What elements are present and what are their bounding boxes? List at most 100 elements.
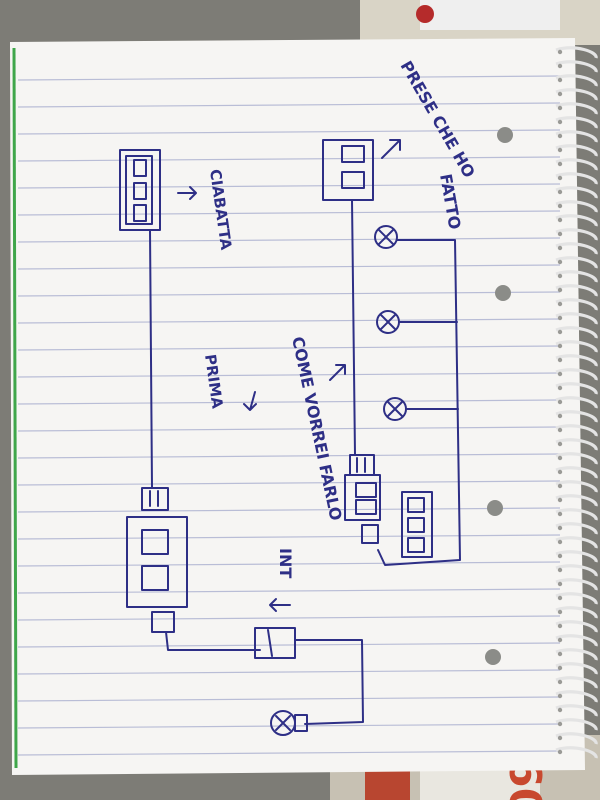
spiral-coil (555, 480, 598, 493)
spiral-coil (555, 312, 598, 325)
spiral-hole (557, 119, 563, 125)
spiral-hole (557, 287, 563, 293)
spiral-coil (555, 592, 598, 605)
spiral-coil (555, 200, 598, 213)
spiral-coil (555, 732, 598, 745)
spiral-hole (557, 147, 563, 153)
spiral-coil (555, 298, 598, 311)
ruled-line (17, 507, 561, 513)
spiral-coil (555, 606, 598, 619)
ruled-line (17, 129, 561, 135)
spiral-hole (557, 245, 563, 251)
ruled-line (17, 156, 561, 162)
spiral-hole (557, 259, 563, 265)
spiral-coil (555, 88, 598, 101)
spiral-hole (557, 91, 563, 97)
spiral-hole (557, 231, 563, 237)
spiral-hole (557, 441, 563, 447)
spiral-hole (557, 357, 563, 363)
spiral-hole (557, 595, 563, 601)
spiral-hole (557, 735, 563, 741)
spiral-coil (555, 690, 598, 703)
spiral-coil (555, 382, 598, 395)
ruled-line (17, 183, 561, 189)
ruled-line (17, 210, 561, 216)
spiral-hole (557, 203, 563, 209)
spiral-coil (555, 396, 598, 409)
spiral-coil (555, 648, 598, 661)
switch-int (254, 627, 296, 659)
spiral-coil (555, 340, 598, 353)
spiral-hole (557, 525, 563, 531)
arrow-int (269, 598, 291, 612)
spiral-coil (555, 284, 598, 297)
power-strip-ciabatta (119, 149, 161, 231)
ruled-line (17, 237, 561, 243)
spiral-coil (555, 186, 598, 199)
spiral-coil (555, 634, 598, 647)
wire-strip-to-socket (149, 229, 153, 489)
spiral-hole (557, 707, 563, 713)
ruled-line (17, 750, 561, 756)
spiral-coil (555, 242, 598, 255)
spiral-coil (555, 158, 598, 171)
ruled-line (17, 561, 561, 567)
spiral-hole (557, 329, 563, 335)
ruled-line (17, 102, 561, 108)
spiral-coil (555, 74, 598, 87)
spiral-hole (557, 301, 563, 307)
spiral-hole (557, 483, 563, 489)
ruled-line (17, 480, 561, 486)
spiral-hole (557, 217, 563, 223)
spiral-coil (555, 144, 598, 157)
spiral-coil (555, 466, 598, 479)
arrow-ciabatta (177, 186, 197, 200)
ruled-line (17, 588, 561, 594)
spiral-coil (555, 718, 598, 731)
spiral-coil (555, 172, 598, 185)
spiral-coil (555, 368, 598, 381)
spiral-hole (557, 749, 563, 755)
spiral-hole (557, 399, 563, 405)
spiral-hole (557, 133, 563, 139)
red-logo-top (416, 5, 434, 23)
lamp-bottom (270, 710, 308, 736)
spiral-coil (555, 256, 598, 269)
spiral-coil (555, 662, 598, 675)
spiral-hole (557, 497, 563, 503)
ruled-line (17, 318, 561, 324)
ruled-line (17, 534, 561, 540)
wire-to-switch (165, 631, 261, 651)
spiral-coil (555, 508, 598, 521)
spiral-hole (557, 385, 563, 391)
wire-top-vertical (351, 199, 356, 456)
spiral-hole (557, 315, 563, 321)
spiral-hole (557, 553, 563, 559)
spiral-hole (557, 567, 563, 573)
ruled-line (17, 75, 561, 81)
spiral-hole (557, 63, 563, 69)
arrow-come (329, 364, 346, 381)
notebook-page (10, 38, 585, 775)
spiral-hole (557, 623, 563, 629)
spiral-hole (557, 343, 563, 349)
spiral-hole (557, 49, 563, 55)
spiral-hole (557, 427, 563, 433)
spiral-coil (555, 130, 598, 143)
spiral-hole (557, 539, 563, 545)
spiral-coil (555, 564, 598, 577)
spiral-coil (555, 424, 598, 437)
spiral-coil (555, 228, 598, 241)
spiral-hole (557, 637, 563, 643)
spiral-hole (557, 273, 563, 279)
page-margin-line (12, 47, 18, 769)
spiral-coil (555, 438, 598, 451)
ruled-line (17, 372, 561, 378)
background-label-top (420, 0, 560, 30)
spiral-coil (555, 522, 598, 535)
label-int: INT (276, 548, 295, 578)
ruled-line (17, 345, 561, 351)
spiral-coil (555, 354, 598, 367)
socket-block-bottom (126, 487, 188, 633)
socket-block-middle (344, 454, 381, 544)
